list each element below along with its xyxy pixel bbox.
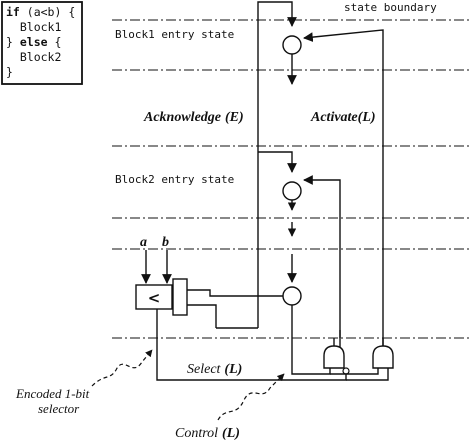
state-boundary-label: state boundary [344,1,437,14]
encoded-selector-label-2: selector [38,401,80,416]
code-box-border [1,1,83,85]
code-snippet-box: if (a<b) { Block1 } else { Block2 } [1,1,83,85]
join-node-2 [282,181,302,201]
activate-wire-block2 [303,175,341,350]
control-pointer [217,373,285,421]
comparator-box [135,284,173,310]
latch-to-node3 [187,289,283,297]
select-to-right-gate [346,368,389,381]
code-line-2: Block1 [6,20,61,34]
and-gate-right-body [372,345,394,369]
join-node-1 [282,35,302,55]
input-a-label: a [140,235,147,250]
control-to-right-gate [330,368,379,375]
acknowledge-wire-mid [258,151,297,173]
activate-wire-block1 [303,29,384,350]
code-line-1: if (a<b) { [6,5,75,19]
acknowledge-label: Acknowledge(E) [143,110,244,125]
control-to-left-gate [291,368,331,375]
acknowledge-wire-top [257,1,297,328]
and-gate-left [323,345,350,375]
activate-label: Activate(L) [310,110,376,125]
control-label: Control(L) [175,426,240,441]
and-gate-right [372,345,394,369]
encoded-selector-label-1: Encoded 1-bit [15,386,90,401]
block2-entry-label: Block2 entry state [115,173,234,186]
code-line-5: } [6,65,13,79]
comparator-symbol: < [148,289,161,307]
comparator: < [135,278,188,316]
latch-feedback [187,304,217,328]
encoded-selector-pointer [91,349,153,387]
input-b-label: b [162,235,169,250]
select-wire [156,309,347,381]
code-line-3: } else { [6,35,61,49]
code-line-4: Block2 [6,50,61,64]
block1-entry-label: Block1 entry state [115,28,234,41]
join-node-3 [282,286,302,306]
and-gate-left-body [323,345,345,369]
select-label: Select(L) [187,362,242,377]
comparator-latch [172,278,188,316]
and-gate-left-inverter [342,367,350,375]
